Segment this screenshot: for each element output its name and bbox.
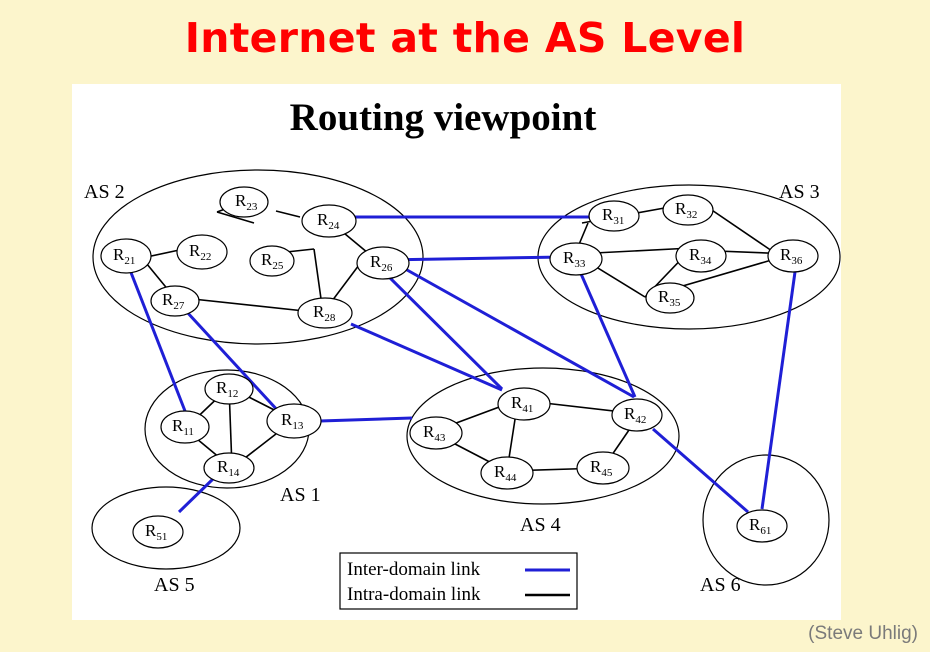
as6-region [702, 454, 830, 586]
as3-label: AS 3 [779, 181, 820, 203]
as1-label: AS 1 [280, 484, 321, 506]
router-r14 [203, 452, 255, 484]
router-r41 [497, 387, 551, 421]
router-r33 [549, 242, 603, 276]
router-r44 [480, 456, 534, 490]
as5-region [91, 486, 241, 570]
router-r31 [588, 200, 640, 232]
credit-text: (Steve Uhlig) [808, 623, 918, 644]
router-r13 [266, 403, 322, 439]
router-r11 [160, 410, 210, 444]
as2-region [92, 169, 424, 345]
legend: Inter-domain link Intra-domain link [339, 552, 578, 610]
diagram-heading: Routing viewpoint [290, 96, 597, 139]
router-r23 [219, 186, 269, 218]
router-r21 [100, 238, 152, 274]
router-r28 [297, 297, 353, 329]
router-r45 [576, 451, 630, 485]
router-r51 [132, 515, 184, 549]
router-r26 [356, 246, 410, 280]
as6-label: AS 6 [700, 574, 741, 596]
router-r42 [611, 398, 663, 432]
router-r27 [150, 285, 200, 317]
router-r24 [301, 204, 357, 238]
router-r36 [767, 239, 819, 273]
as4-region [406, 367, 680, 505]
routing-diagram: Routing viewpoint [72, 84, 841, 620]
as4-label: AS 4 [520, 514, 561, 536]
router-r12 [204, 373, 254, 405]
router-r43 [409, 416, 463, 450]
routers [100, 186, 819, 549]
slide-title: Internet at the AS Level [184, 14, 746, 62]
router-r25 [249, 245, 295, 277]
legend-intra-label: Intra-domain link [347, 584, 481, 605]
router-r61 [736, 509, 788, 543]
inter-domain-links [128, 215, 797, 514]
legend-inter-label: Inter-domain link [347, 559, 481, 580]
as5-label: AS 5 [154, 574, 195, 596]
router-r32 [662, 194, 714, 226]
router-r35 [645, 282, 695, 314]
router-r34 [675, 239, 727, 273]
router-r22 [176, 234, 228, 270]
as2-label: AS 2 [84, 181, 125, 203]
